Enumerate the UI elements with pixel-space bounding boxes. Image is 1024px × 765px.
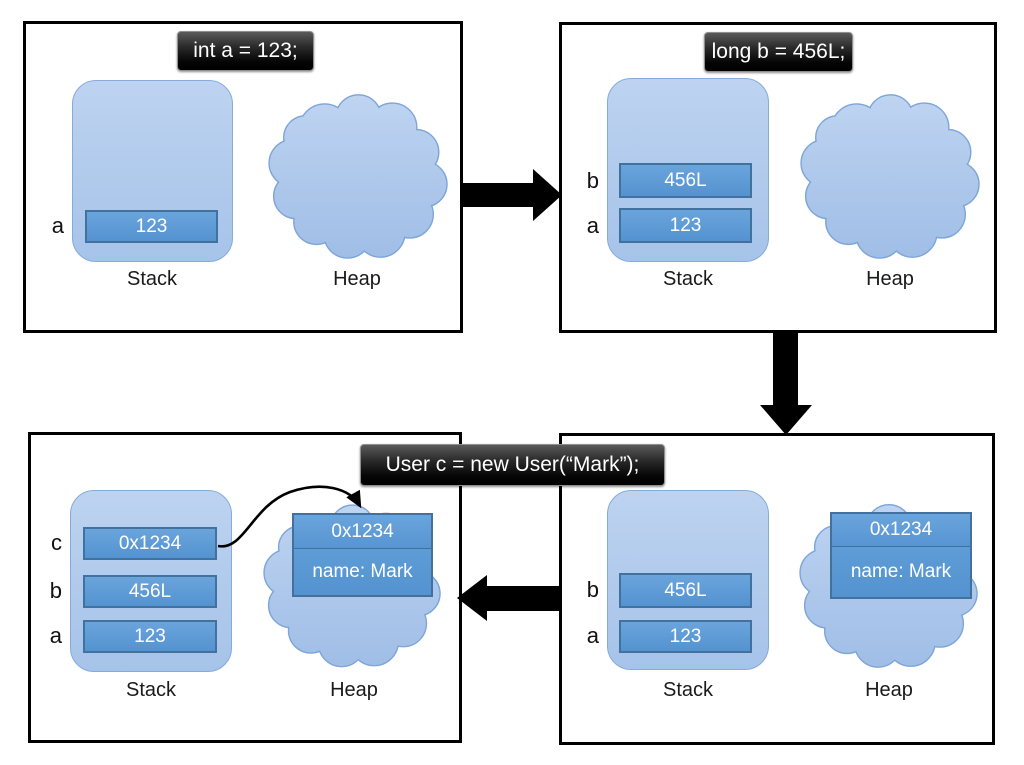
heap-object-user: 0x1234 name: Mark	[830, 512, 972, 599]
heap-object-address: 0x1234	[294, 515, 431, 549]
var-label-b: b	[586, 577, 599, 602]
arrow-right-icon	[460, 169, 562, 221]
var-label-a: a	[51, 213, 64, 238]
stack-slot-b: 456L	[83, 575, 217, 608]
heap-object-field: name: Mark	[294, 549, 431, 595]
arrow-down-icon	[760, 333, 812, 435]
stack-slot-b: 456L	[619, 573, 752, 608]
heap-object-user: 0x1234 name: Mark	[292, 513, 433, 597]
heap-cloud-icon	[799, 78, 982, 263]
stack-caption: Stack	[662, 679, 714, 701]
stack-slot-a: 123	[85, 210, 218, 243]
heap-cloud-icon	[267, 78, 450, 263]
var-label-a: a	[49, 623, 62, 648]
pointer-arrow-icon	[217, 485, 362, 548]
heap-caption: Heap	[333, 268, 381, 290]
var-label-b: b	[49, 578, 62, 603]
code-statement-step-2: long b = 456L;	[704, 32, 853, 72]
heap-object-address: 0x1234	[832, 514, 970, 547]
var-label-a: a	[586, 213, 599, 238]
arrow-left-icon	[457, 575, 560, 621]
stack-slot-c: 0x1234	[83, 527, 217, 560]
stack-caption: Stack	[125, 679, 177, 701]
var-label-c: c	[51, 530, 62, 555]
stack-caption: Stack	[662, 268, 714, 290]
stack-caption: Stack	[126, 268, 178, 290]
heap-object-field: name: Mark	[832, 547, 970, 597]
stack-slot-a: 123	[619, 208, 752, 243]
var-label-b: b	[586, 168, 599, 193]
heap-caption: Heap	[866, 268, 914, 290]
stack-slot-b: 456L	[619, 163, 752, 198]
heap-caption: Heap	[865, 679, 913, 701]
stack-slot-a: 123	[619, 620, 752, 653]
code-statement-step-3: User c = new User(“Mark”);	[360, 444, 665, 486]
code-statement-step-1: int a = 123;	[177, 31, 314, 71]
var-label-a: a	[586, 623, 599, 648]
stack-slot-a: 123	[83, 620, 217, 653]
heap-caption: Heap	[330, 679, 378, 701]
